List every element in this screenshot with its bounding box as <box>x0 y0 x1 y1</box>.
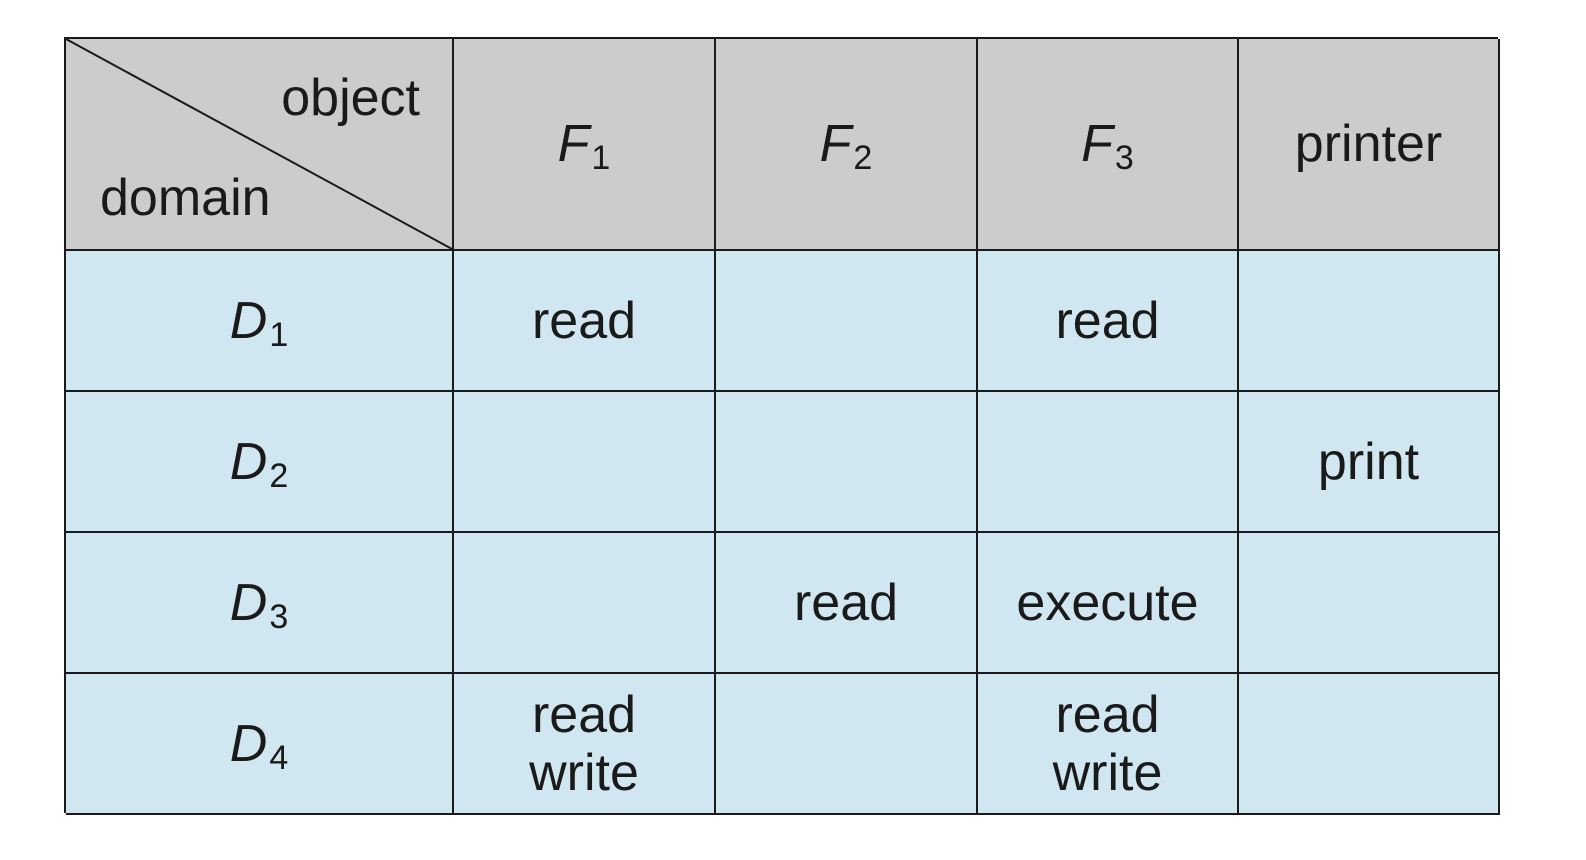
row-symbol: D <box>229 714 268 773</box>
cell-d1-f3: read <box>978 251 1239 392</box>
row-subscript: 2 <box>269 456 289 495</box>
row-symbol: D <box>229 573 268 632</box>
column-subscript: 3 <box>1114 139 1134 177</box>
cell-d3-f1 <box>454 533 716 674</box>
cell-d2-f1 <box>454 392 716 533</box>
right-entry: read <box>1055 685 1160 744</box>
column-symbol: F <box>557 115 590 173</box>
right-entry: write <box>529 743 639 802</box>
domain-axis-label: domain <box>100 169 271 227</box>
cell-d2-printer: print <box>1239 392 1500 533</box>
cell-d4-f2 <box>716 674 978 815</box>
right-entry: print <box>1317 432 1420 491</box>
column-label: printer <box>1294 115 1443 173</box>
cell-d1-printer <box>1239 251 1500 392</box>
right-entry: read <box>1055 291 1160 350</box>
column-subscript: 1 <box>591 139 611 177</box>
column-symbol: F <box>819 115 852 173</box>
row-symbol: D <box>229 291 268 350</box>
row-subscript: 1 <box>269 315 289 354</box>
object-axis-label: object <box>281 69 420 127</box>
cell-d1-f1: read <box>454 251 716 392</box>
row-subscript: 3 <box>269 597 289 636</box>
cell-d2-f3 <box>978 392 1239 533</box>
right-entry: execute <box>1016 573 1199 632</box>
column-symbol: F <box>1081 115 1113 173</box>
cell-d4-printer <box>1239 674 1500 815</box>
cell-d1-f2 <box>716 251 978 392</box>
cell-d3-printer <box>1239 533 1500 674</box>
cell-d3-f2: read <box>716 533 978 674</box>
right-entry: read <box>793 573 899 632</box>
cell-d2-f2 <box>716 392 978 533</box>
cell-d4-f1: read write <box>454 674 716 815</box>
diagonal-divider <box>66 39 452 249</box>
column-header-printer: printer <box>1239 39 1500 251</box>
cell-d4-f3: read write <box>978 674 1239 815</box>
row-symbol: D <box>229 432 268 491</box>
right-entry: read <box>531 291 637 350</box>
right-entry: read <box>531 685 637 744</box>
right-entry: write <box>1052 743 1163 802</box>
column-subscript: 2 <box>853 139 873 177</box>
cell-d3-f3: execute <box>978 533 1239 674</box>
corner-header-cell: object domain <box>66 39 454 251</box>
row-subscript: 4 <box>269 738 289 777</box>
